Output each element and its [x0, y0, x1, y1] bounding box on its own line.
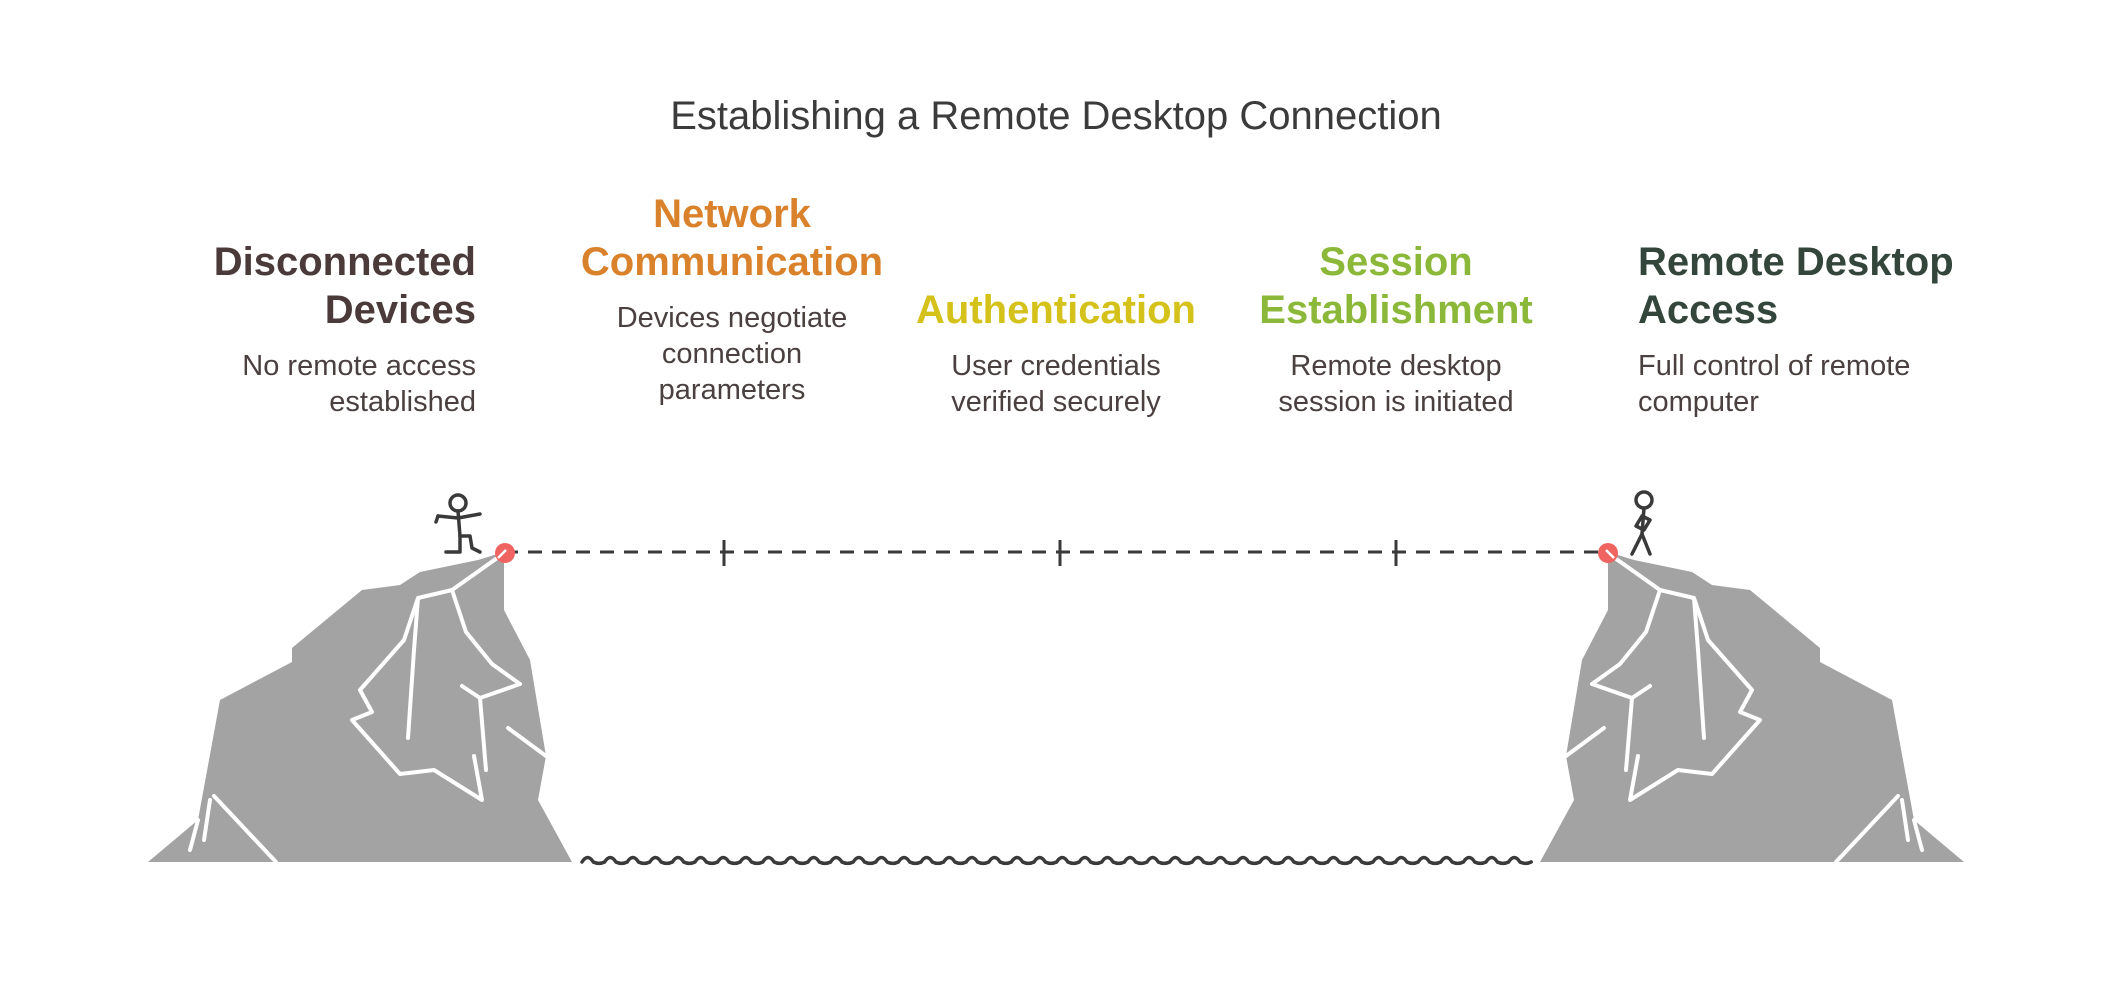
stage-description: User credentials verified securely: [906, 348, 1206, 420]
right-endpoint-mark: [1605, 549, 1615, 559]
stage-network-communication: Network Communication Devices negotiate …: [572, 190, 892, 408]
stage-description: No remote access established: [176, 348, 476, 420]
heading-line: Remote Desktop: [1638, 240, 1954, 284]
stage-remote-desktop-access: Remote Desktop Access Full control of re…: [1638, 238, 1978, 420]
stage-heading: Network Communication: [572, 190, 892, 286]
desc-line: established: [329, 386, 476, 418]
desc-line: connection: [661, 338, 803, 370]
desc-line: parameters: [658, 374, 806, 406]
water-waves: [580, 855, 1533, 866]
desc-line: Full control of remote: [1638, 350, 1911, 382]
desc-line: verified securely: [951, 386, 1161, 418]
stage-disconnected-devices: Disconnected Devices No remote access es…: [176, 238, 476, 420]
stage-description: Devices negotiate connection parameters: [572, 300, 892, 408]
left-cliff: [148, 552, 572, 864]
stage-authentication: Authentication User credentials verified…: [906, 286, 1206, 420]
stage-description: Full control of remote computer: [1638, 348, 1978, 420]
heading-line: Session: [1319, 240, 1473, 284]
heading-line: Establishment: [1259, 288, 1533, 332]
heading-line: Devices: [324, 288, 476, 332]
desc-line: Remote desktop: [1290, 350, 1502, 382]
stage-heading: Disconnected Devices: [176, 238, 476, 334]
heading-line: Authentication: [916, 288, 1196, 332]
right-cliff: [1540, 552, 1964, 864]
left-endpoint-dot: [495, 543, 515, 563]
desc-line: computer: [1638, 386, 1759, 418]
heading-line: Disconnected: [213, 240, 476, 284]
heading-line: Network: [653, 192, 811, 236]
stage-heading: Session Establishment: [1246, 238, 1546, 334]
stick-figure-icon: [434, 493, 482, 554]
stage-session-establishment: Session Establishment Remote desktop ses…: [1246, 238, 1546, 420]
connection-line: [504, 540, 1608, 566]
heading-line: Communication: [580, 240, 884, 284]
heading-line: Access: [1638, 288, 1779, 332]
desc-line: User credentials: [951, 350, 1161, 382]
left-endpoint-mark: [497, 549, 507, 559]
stage-heading: Remote Desktop Access: [1638, 238, 1978, 334]
stage-heading: Authentication: [906, 286, 1206, 334]
diagram-title: Establishing a Remote Desktop Connection: [670, 94, 1442, 138]
desc-line: No remote access: [242, 350, 476, 382]
standing-figure-icon: [1630, 490, 1654, 556]
desc-line: session is initiated: [1278, 386, 1514, 418]
stage-description: Remote desktop session is initiated: [1246, 348, 1546, 420]
desc-line: Devices negotiate: [616, 302, 848, 334]
